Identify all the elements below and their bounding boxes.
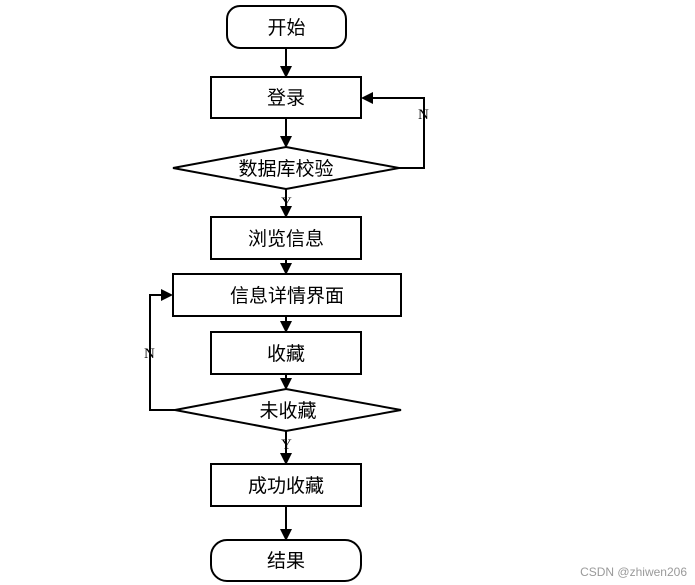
- browse-label: 浏览信息: [248, 228, 324, 250]
- not-favorited-decision: 未收藏: [174, 387, 402, 433]
- edge-notfav-no-loop: [149, 289, 175, 411]
- detail-label: 信息详情界面: [230, 285, 344, 307]
- watermark: CSDN @zhiwen206: [580, 565, 687, 579]
- success-node: 成功收藏: [210, 463, 362, 507]
- db-check-label: 数据库校验: [238, 158, 333, 180]
- login-label: 登录: [267, 87, 305, 109]
- not-favorited-no-label: N: [144, 346, 155, 362]
- not-favorited-label: 未收藏: [259, 400, 316, 422]
- browse-node: 浏览信息: [210, 216, 362, 260]
- end-label: 结果: [267, 550, 305, 572]
- start-node: 开始: [226, 5, 347, 49]
- favorite-node: 收藏: [210, 331, 362, 375]
- end-node: 结果: [210, 539, 362, 582]
- db-check-decision: 数据库校验: [172, 145, 400, 191]
- detail-node: 信息详情界面: [172, 273, 402, 317]
- db-check-yes-label: Y: [281, 195, 292, 211]
- db-check-no-label: N: [418, 107, 429, 123]
- edge-dbcheck-no-loop: [361, 92, 425, 169]
- success-label: 成功收藏: [248, 475, 324, 497]
- favorite-label: 收藏: [267, 343, 305, 365]
- login-node: 登录: [210, 76, 362, 119]
- start-label: 开始: [267, 17, 305, 39]
- not-favorited-yes-label: Y: [281, 437, 292, 453]
